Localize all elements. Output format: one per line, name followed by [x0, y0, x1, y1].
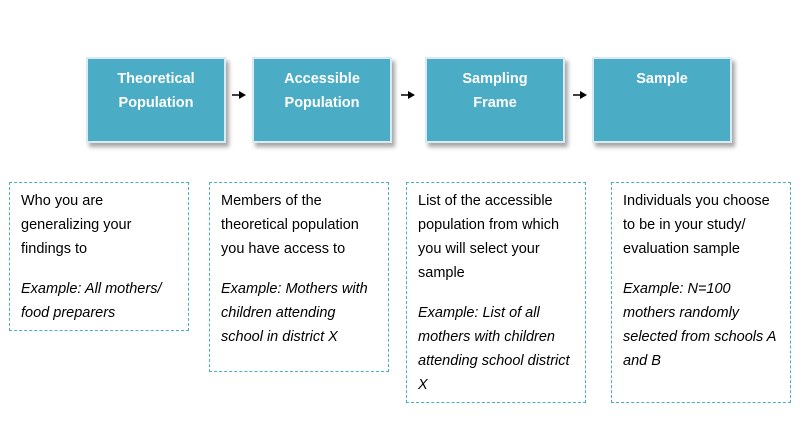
stage-sample: Sample: [592, 57, 732, 143]
stage-accessible-population: Accessible Population: [252, 57, 392, 143]
arrow-right-icon: [232, 91, 246, 99]
description-theoretical-population: Who you are generalizing your findings t…: [9, 182, 189, 331]
arrow-right-icon: [401, 91, 415, 99]
description-sampling-frame: List of the accessible population from w…: [406, 182, 586, 403]
description-example: Example: All mothers/ food preparers: [21, 281, 162, 321]
description-text: List of the accessible population from w…: [418, 193, 560, 281]
description-sample: Individuals you choose to be in your stu…: [611, 182, 791, 403]
stage-title-line2: Frame: [473, 95, 517, 111]
stage-title-line2: Population: [118, 95, 194, 111]
description-example: Example: List of all mothers with childr…: [418, 305, 570, 393]
stage-title-line1: Accessible: [284, 71, 360, 87]
stage-title-line1: Theoretical: [117, 71, 195, 87]
arrow-right-icon: [573, 91, 587, 99]
description-text: Individuals you choose to be in your stu…: [623, 193, 770, 257]
description-text: Who you are generalizing your findings t…: [21, 193, 132, 257]
stage-theoretical-population: Theoretical Population: [86, 57, 226, 143]
stage-title-line2: Population: [284, 95, 360, 111]
description-text: Members of the theoretical population yo…: [221, 193, 359, 257]
stage-title-line1: Sample: [636, 71, 688, 87]
description-accessible-population: Members of the theoretical population yo…: [209, 182, 389, 372]
stage-sampling-frame: Sampling Frame: [425, 57, 565, 143]
stage-title-line1: Sampling: [462, 71, 528, 87]
description-example: Example: Mothers with children attending…: [221, 281, 368, 345]
description-example: Example: N=100 mothers randomly selected…: [623, 281, 776, 369]
